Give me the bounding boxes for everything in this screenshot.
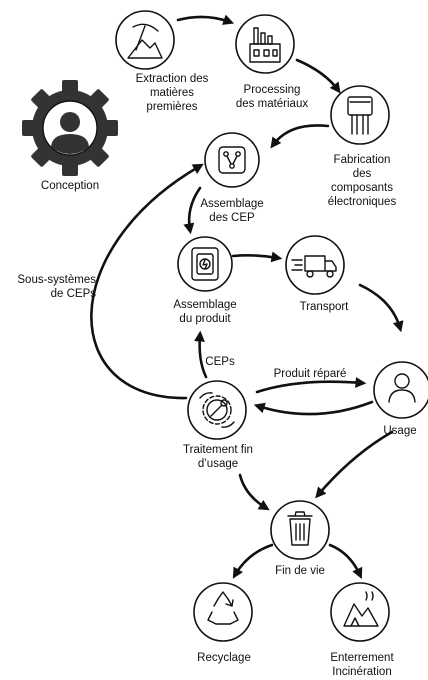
label-assemblage-cep: Assemblage des CEP [200, 198, 264, 224]
pickaxe-mountain-icon [127, 23, 163, 59]
chip-icon [347, 96, 373, 135]
recycle-icon [207, 591, 239, 625]
node-extraction [115, 10, 175, 70]
label-extraction: Extraction des matières premières [135, 73, 209, 113]
burial-icon [343, 591, 379, 627]
arrow-assemblage-cep-to-produit [183, 186, 202, 235]
truck-icon [291, 255, 337, 278]
label-fin-de-vie: Fin de vie [275, 565, 325, 577]
label-produit-repare: Produit réparé [273, 368, 347, 380]
label-sous-systemes: Sous-systèmes de CEPs [17, 274, 96, 300]
arrow-fabrication-to-assemblage-cep [270, 124, 330, 149]
node-fin-de-vie [270, 500, 330, 560]
label-recyclage: Recyclage [197, 652, 251, 664]
node-conception [22, 80, 118, 176]
arrow-processing-to-fabrication [295, 58, 341, 94]
node-fabrication [330, 85, 390, 145]
circuit-icon [218, 146, 246, 174]
arrow-traitement-to-produit [194, 330, 208, 379]
battery-device-icon [191, 247, 219, 281]
node-transport [285, 235, 345, 295]
arrow-usage-to-traitement [253, 400, 374, 416]
label-processing: Processing des matériaux [235, 84, 309, 110]
node-traitement [187, 380, 247, 440]
node-assemblage-produit [177, 236, 233, 292]
label-assemblage-produit: Assemblage du produit [173, 299, 237, 325]
user-icon [388, 373, 416, 403]
gear-person-icon [22, 80, 118, 176]
arrow-extraction-to-processing [176, 14, 235, 25]
arrow-fin-de-vie-to-enterrement [328, 543, 363, 579]
node-usage [373, 361, 428, 419]
arrow-produit-to-transport [231, 251, 283, 263]
arrow-fin-de-vie-to-recyclage [232, 543, 274, 579]
node-assemblage-cep [204, 132, 260, 188]
trash-icon [287, 511, 313, 546]
label-ceps: CEPs [205, 356, 235, 368]
label-traitement: Traitement fin d’usage [183, 444, 253, 470]
label-conception: Conception [40, 180, 100, 192]
arrow-usage-to-fin-de-vie [315, 430, 394, 499]
arrow-transport-to-usage [358, 283, 404, 333]
arrow-traitement-to-usage [255, 377, 367, 394]
factory-icon [249, 27, 281, 63]
label-usage: Usage [383, 425, 417, 437]
node-recyclage [193, 582, 253, 642]
label-fabrication: Fabrication des composants électroniques [327, 154, 397, 208]
arrows [90, 14, 404, 579]
node-processing [235, 14, 295, 74]
label-transport: Transport [299, 301, 349, 313]
label-enterrement: Enterrement Incinération [330, 652, 394, 678]
arrow-traitement-to-assemblage-cep [90, 163, 204, 400]
node-enterrement [330, 582, 390, 642]
gear-wrench-icon [199, 392, 235, 428]
arrow-traitement-to-fin-de-vie [238, 473, 270, 511]
